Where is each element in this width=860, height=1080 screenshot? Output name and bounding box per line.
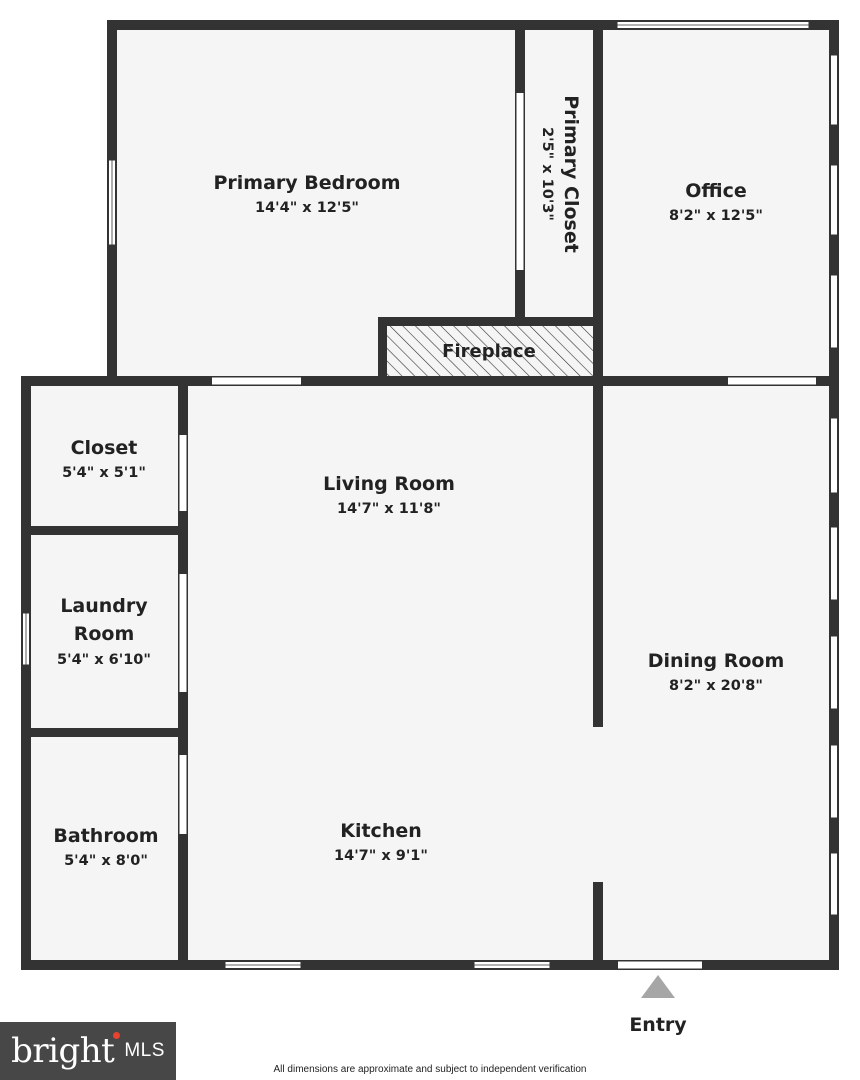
bathroom-name: Bathroom <box>53 825 158 847</box>
dining-room-dims: 8'2" x 20'8" <box>669 678 763 694</box>
kitchen-dims: 14'7" x 9'1" <box>334 848 428 864</box>
door-openings <box>179 93 816 969</box>
door-bathroom <box>179 755 187 834</box>
window-dining-right-5 <box>830 852 838 916</box>
logo-suffix: MLS <box>124 1040 165 1061</box>
laundry-room-name-line2: Room <box>74 623 135 645</box>
door-living-top <box>212 377 301 385</box>
door-closet <box>179 435 187 511</box>
primary-closet-name: Primary Closet <box>560 95 582 253</box>
primary-bedroom-dims: 14'4" x 12'5" <box>255 200 359 216</box>
living-room-dims: 14'7" x 11'8" <box>337 501 441 517</box>
entry-arrow-icon <box>641 975 675 998</box>
logo-dot-icon <box>113 1032 121 1039</box>
dining-room-name: Dining Room <box>648 650 785 672</box>
window-office-right-3 <box>830 274 838 349</box>
laundry-room-name-line1: Laundry <box>60 595 148 617</box>
room-labels: Primary Bedroom 14'4" x 12'5" Primary Cl… <box>53 95 784 869</box>
door-laundry <box>179 574 187 692</box>
logo-brand-text: bright <box>11 1031 115 1071</box>
window-dining-right-4 <box>830 744 838 819</box>
window-dining-right-3 <box>830 635 838 710</box>
primary-closet-dims: 2'5" x 10'3" <box>539 127 555 221</box>
door-office-dining <box>728 377 816 385</box>
fireplace-hatch <box>383 322 598 381</box>
living-room-name: Living Room <box>323 473 455 495</box>
office-floor <box>598 25 834 381</box>
window-panes <box>25 24 809 966</box>
bathroom-dims: 5'4" x 8'0" <box>64 853 148 869</box>
entry-label: Entry <box>629 1014 687 1036</box>
logo-brand: bright <box>11 1031 121 1071</box>
office-dims: 8'2" x 12'5" <box>669 208 763 224</box>
window-dining-right-2 <box>830 526 838 601</box>
office-name: Office <box>685 180 747 202</box>
laundry-room-dims: 5'4" x 6'10" <box>57 652 151 668</box>
window-office-right-2 <box>830 164 838 236</box>
disclaimer-text: All dimensions are approximate and subje… <box>273 1064 587 1075</box>
main-floor <box>26 381 834 964</box>
door-primary-closet <box>516 93 524 270</box>
closet-name: Closet <box>71 437 138 459</box>
bright-mls-logo: bright MLS <box>0 1022 176 1080</box>
door-entry <box>618 961 702 969</box>
kitchen-name: Kitchen <box>340 820 422 842</box>
primary-bedroom-name: Primary Bedroom <box>213 172 400 194</box>
window-dining-right-1 <box>830 417 838 494</box>
fireplace-label: Fireplace <box>442 341 536 362</box>
closet-dims: 5'4" x 5'1" <box>62 465 146 481</box>
window-office-right-1 <box>830 54 838 126</box>
